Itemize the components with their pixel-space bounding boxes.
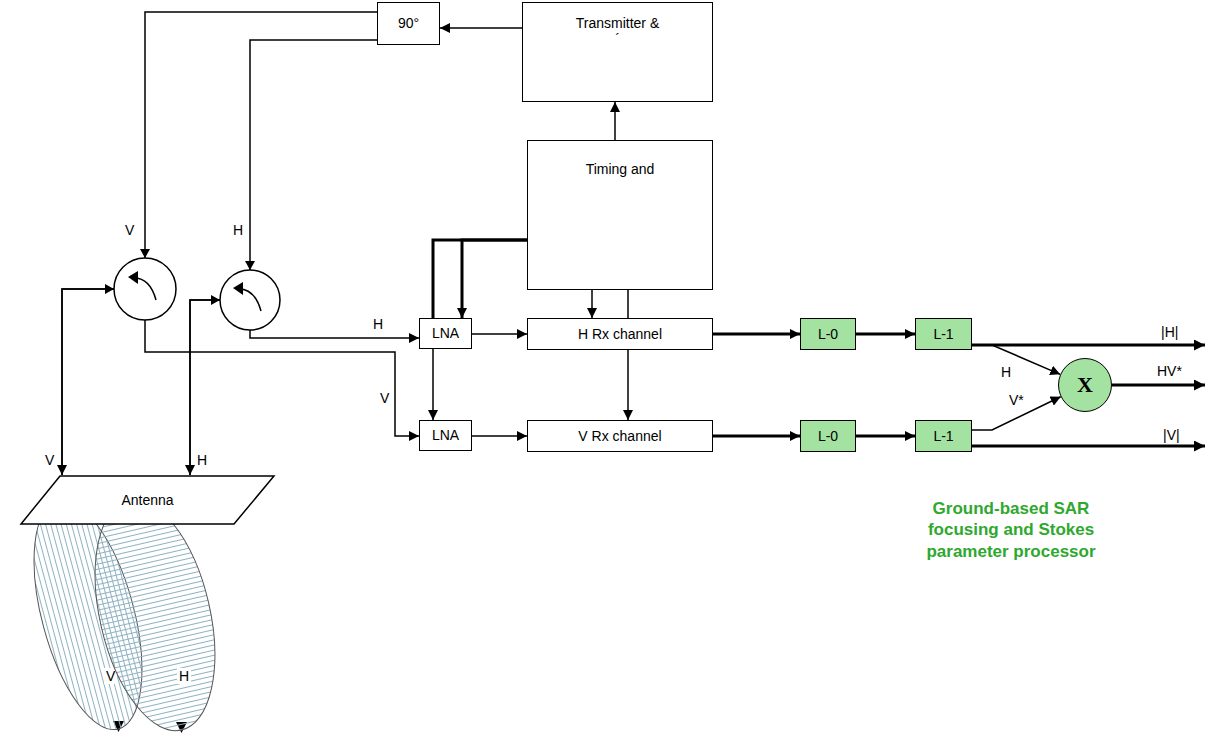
signal-connector [190,40,377,475]
timing-box: Timing and [527,140,713,290]
signal-label: H [372,316,384,332]
transmitter-box: Transmitter &´ [522,2,713,102]
port-label: V [44,452,55,468]
node-text: H [177,668,191,684]
signal-connector [713,333,800,336]
beam-outline [75,488,235,743]
signal-connector [472,435,527,437]
signal-connector [856,333,915,336]
signal-connector [472,333,527,335]
node-text: L-0 [818,326,838,342]
signal-connector [432,349,434,420]
output-label: HV* [1156,363,1183,379]
node-text: Transmitter & [576,15,660,31]
node-text: LNA [432,325,459,341]
signal-connector [433,240,527,318]
receiver-box: H Rx channel [527,318,713,350]
node-text: 90° [398,15,419,31]
processing-box: L-1 [915,420,972,452]
output-arrow [972,344,1205,347]
output-label: |H| [1160,324,1179,340]
node-text: L-1 [933,326,953,342]
signal-connector [62,12,377,475]
processing-box: L-1 [915,318,972,350]
lna-box: LNA [419,318,472,349]
signal-label: H [1000,364,1012,380]
antenna-panel: Antenna [20,475,275,525]
signal-connector [972,345,1060,374]
signal-label: V [124,222,135,238]
node-text: L-1 [933,428,953,444]
port-label: H [196,452,208,468]
arrow-head [105,284,114,294]
signal-connector [627,350,629,420]
signal-connector [190,300,419,475]
signal-connector [591,290,593,318]
node-text: ´ [615,31,620,47]
node-text: Antenna [121,492,173,508]
signal-connector [462,240,527,318]
beam-outline [95,490,225,740]
node-text: Timing and [586,161,655,177]
circulator-symbol [220,270,280,330]
signal-label: V* [1008,392,1025,408]
arrow-head [140,249,150,258]
phase-shifter-box: 90° [377,2,440,45]
node-text: H Rx channel [578,326,662,342]
output-arrow [972,445,1205,448]
node-text: L-0 [818,428,838,444]
arrow-head [245,261,255,270]
signal-label: H [232,222,244,238]
processing-box: L-0 [800,420,856,452]
signal-connector [614,102,616,140]
lna-box: LNA [419,420,472,451]
node-text: V Rx channel [578,428,661,444]
signal-connector [713,435,800,438]
signal-connector [856,435,915,438]
receiver-box: V Rx channel [527,420,713,452]
antenna-beam: H [95,490,225,740]
processing-box: L-0 [800,318,856,350]
node-text: LNA [432,427,459,443]
node-text: X [1077,372,1093,397]
signal-label: V [379,390,390,406]
arrow-head [211,295,220,305]
output-arrow [1112,384,1205,387]
multiplier-circle: X [1058,358,1112,412]
signal-connector [440,27,522,29]
signal-connector [627,290,629,318]
output-label: |V| [1162,427,1181,443]
circulator-symbol [114,258,176,320]
processor-note: Ground-based SAR focusing and Stokes par… [900,498,1122,562]
antenna-outline [21,476,274,524]
